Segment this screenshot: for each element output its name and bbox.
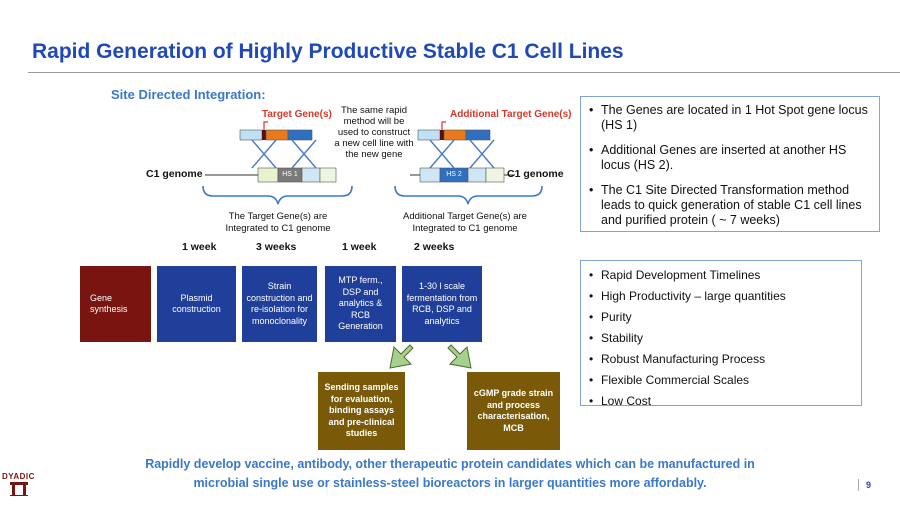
bottom-statement: Rapidly develop vaccine, antibody, other… [0,455,900,493]
benefit-bullet: Robust Manufacturing Process [589,352,855,366]
step-gene-synthesis: Gene synthesis [80,266,151,342]
step-mtp-ferm: MTP ferm., DSP and analytics & RCB Gener… [325,266,396,342]
right-gene-cassette [417,121,491,141]
left-genome [205,167,337,183]
benefit-bullet: Low Cost [589,394,855,408]
right-caption: Additional Target Gene(s) are Integrated… [403,211,527,234]
benefit-bullet: Flexible Commercial Scales [589,373,855,387]
right-genome [410,167,515,183]
info-bullet: The C1 Site Directed Transformation meth… [589,183,873,228]
outcome-sending-samples: Sending samples for evaluation, binding … [318,372,405,450]
info-bullet: The Genes are located in 1 Hot Spot gene… [589,103,873,133]
right-hs-label: HS 2 [446,171,462,178]
step-scale-fermentation: 1-30 l scale fermentation from RCB, DSP … [402,266,482,342]
benefit-bullet: High Productivity – large quantities [589,289,855,303]
dyadic-logo-mark [10,482,28,496]
step-strain-construction: Strain construction and re-isolation for… [242,266,317,342]
info-box-benefits: Rapid Development Timelines High Product… [580,260,862,408]
left-hs-label: HS 1 [282,171,298,178]
arrow-to-cgmp [447,344,472,369]
title-divider [28,72,900,73]
page-divider [858,479,859,491]
logo-text: DYADIC [2,472,35,481]
week-label: 3 weeks [256,241,297,253]
section-subtitle: Site Directed Integration: [111,87,266,102]
bottom-line: Rapidly develop vaccine, antibody, other… [145,457,755,471]
info-box-integration: The Genes are located in 1 Hot Spot gene… [580,96,880,232]
bottom-line: microbial single use or stainless-steel … [193,476,707,490]
left-target-label: Target Gene(s) [262,109,332,120]
right-genome-label: C1 genome [507,168,564,180]
week-label: 1 week [342,241,377,253]
week-label: 2 weeks [414,241,455,253]
benefit-bullet: Purity [589,310,855,324]
step-plasmid-construction: Plasmid construction [157,266,236,342]
week-label: 1 week [182,241,217,253]
left-gene-cassette [239,121,313,141]
left-genome-label: C1 genome [146,168,203,180]
middle-note: The same rapid method will be used to co… [334,105,414,160]
arrow-to-samples [389,344,414,369]
outcome-cgmp-grade: cGMP grade strain and process characteri… [467,372,560,450]
page-title: Rapid Generation of Highly Productive St… [32,40,624,63]
benefit-bullet: Stability [589,331,855,345]
right-target-label: Additional Target Gene(s) [450,109,572,120]
page-number: 9 [866,480,872,490]
benefit-bullet: Rapid Development Timelines [589,268,855,282]
left-caption: The Target Gene(s) are Integrated to C1 … [225,211,331,234]
info-bullet: Additional Genes are inserted at another… [589,143,873,173]
